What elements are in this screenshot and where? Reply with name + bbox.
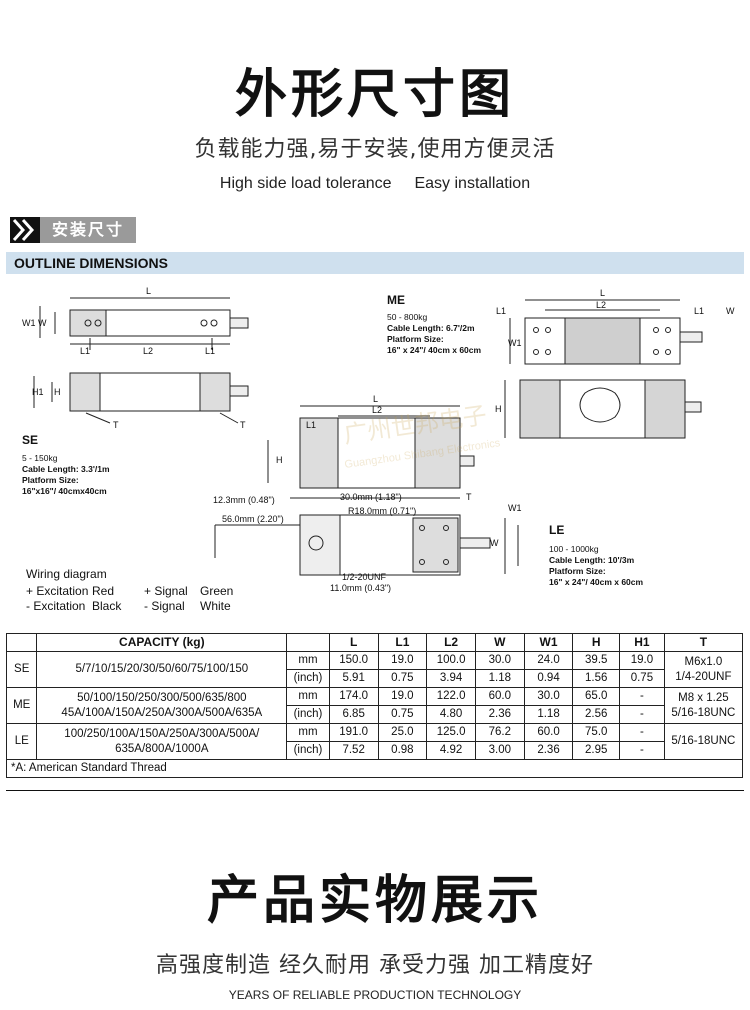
table-footnote-row: *A: American Standard Thread bbox=[6, 759, 743, 778]
spec-table: CAPACITY (kg) L L1 L2 W W1 H H1 T SE 5/7… bbox=[5, 633, 744, 778]
th-L: L bbox=[328, 633, 379, 652]
section2-subtitle-cn: 高强度制造 经久耐用 承受力强 加工精度好 bbox=[156, 953, 594, 978]
outline-drawing: L W1 W L1 L2 L1 H1 H T T L L2 L1 L1 W W1… bbox=[22, 286, 735, 593]
dim-le-L: L bbox=[373, 394, 378, 404]
dim-le-d2: 30.0mm (1.18") bbox=[340, 492, 402, 502]
me-name: ME bbox=[387, 293, 405, 307]
le-name: LE bbox=[549, 523, 564, 537]
wiring-title: Wiring diagram bbox=[26, 567, 107, 581]
wiring-r2c1: - Excitation bbox=[26, 599, 86, 613]
table-footnote: *A: American Standard Thread bbox=[6, 759, 743, 778]
dim-me-L1a: L1 bbox=[496, 306, 506, 316]
table-row: (inch) 6.85 0.75 4.80 2.36 1.18 2.56 - bbox=[7, 705, 743, 724]
divider bbox=[6, 790, 744, 791]
dim-me-W1: W1 bbox=[508, 338, 522, 348]
le-platform: 16" x 24"/ 40cm x 60cm bbox=[549, 577, 644, 587]
row-capacity: 5/7/10/15/20/30/50/60/75/100/150 bbox=[36, 651, 288, 688]
se-name: SE bbox=[22, 433, 38, 447]
me-range: 50 - 800kg bbox=[387, 312, 427, 322]
dim-se-L1a: L1 bbox=[80, 346, 90, 356]
dim-se-W1: W1 bbox=[22, 318, 36, 328]
subtitle-en-1: High side load tolerance bbox=[219, 175, 392, 192]
wiring-r1c2: Red bbox=[92, 584, 115, 598]
section-badge-label: 安装尺寸 bbox=[40, 217, 136, 243]
table-row: LE 100/250/100A/150A/250A/300A/500A/635A… bbox=[5, 723, 744, 760]
dim-se-L: L bbox=[146, 286, 151, 296]
th-capacity: CAPACITY (kg) bbox=[36, 633, 288, 652]
dim-le-L1: L1 bbox=[306, 420, 316, 430]
subtitle-en-2: Easy installation bbox=[414, 175, 531, 192]
dim-se-W: W bbox=[38, 318, 47, 328]
se-range: 5 - 150kg bbox=[22, 453, 58, 463]
table-header-row: CAPACITY (kg) L L1 L2 W W1 H H1 T bbox=[5, 633, 744, 652]
th-W1: W1 bbox=[523, 633, 574, 652]
table-row: (inch) 7.52 0.98 4.92 3.00 2.36 2.95 - bbox=[7, 741, 743, 760]
dim-se-H1: H1 bbox=[32, 387, 44, 397]
page-subtitle-cn: 负载能力强,易于安装,使用方便灵活 bbox=[194, 137, 556, 162]
dim-le-H: H bbox=[276, 455, 283, 465]
le-cable: Cable Length: 10'/3m bbox=[549, 555, 635, 565]
row-capacity: 100/250/100A/150A/250A/300A/500A/635A/80… bbox=[36, 723, 288, 760]
section2-title: 产品实物展示 bbox=[206, 871, 543, 931]
se-platform: 16"x16"/ 40cmx40cm bbox=[22, 486, 107, 496]
wiring-r1c3: + Signal bbox=[144, 584, 188, 598]
dim-se-H: H bbox=[54, 387, 61, 397]
table-row: SE 5/7/10/15/20/30/50/60/75/100/150 mm 1… bbox=[5, 651, 744, 688]
th-L1: L1 bbox=[377, 633, 428, 652]
se-platform-label: Platform Size: bbox=[22, 475, 79, 485]
dim-se-L1b: L1 bbox=[205, 346, 215, 356]
me-platform-label: Platform Size: bbox=[387, 334, 444, 344]
me-cable: Cable Length: 6.7'/2m bbox=[387, 323, 475, 333]
dim-le-T: T bbox=[466, 492, 472, 502]
dim-le-d5: 1/2-20UNF bbox=[342, 572, 387, 582]
th-L2: L2 bbox=[426, 633, 476, 652]
th-H: H bbox=[572, 633, 621, 652]
dim-le-d1: 12.3mm (0.48") bbox=[213, 495, 275, 505]
dim-me-L2: L2 bbox=[596, 300, 606, 310]
le-range: 100 - 1000kg bbox=[549, 544, 599, 554]
double-chevron-icon bbox=[10, 217, 40, 243]
le-platform-label: Platform Size: bbox=[549, 566, 606, 576]
section2-subtitle-en: YEARS OF RELIABLE PRODUCTION TECHNOLOGY bbox=[228, 988, 522, 1002]
th-W: W bbox=[474, 633, 525, 652]
dim-le-d6: 11.0mm (0.43") bbox=[330, 583, 391, 593]
dim-me-H: H bbox=[495, 404, 502, 414]
dim-me-L: L bbox=[600, 288, 605, 298]
dim-le-d3: R18.0mm (0.71") bbox=[348, 506, 416, 516]
wiring-r2c3: - Signal bbox=[144, 599, 185, 613]
se-cable: Cable Length: 3.3'/1m bbox=[22, 464, 110, 474]
row-model: LE bbox=[5, 723, 38, 760]
row-thread: 5/16-18UNC bbox=[663, 723, 744, 760]
page-subtitle-en: High side load tolerance Easy installati… bbox=[0, 175, 750, 193]
th-H1: H1 bbox=[619, 633, 665, 652]
page-title: 外形尺寸图 bbox=[234, 65, 515, 125]
me-platform: 16" x 24"/ 40cm x 60cm bbox=[387, 345, 482, 355]
row-model: ME bbox=[5, 687, 38, 724]
dim-le-L2: L2 bbox=[372, 405, 382, 415]
wiring-r2c4: White bbox=[200, 599, 231, 613]
dim-me-L1b: L1 bbox=[694, 306, 704, 316]
dim-se-L2: L2 bbox=[143, 346, 153, 356]
dim-le-W: W bbox=[490, 538, 499, 548]
dim-le-W1: W1 bbox=[508, 503, 522, 513]
section-badge: 安装尺寸 bbox=[10, 217, 136, 243]
dim-se-Tb: T bbox=[240, 420, 246, 430]
row-model: SE bbox=[5, 651, 38, 688]
outline-dimensions-bar: OUTLINE DIMENSIONS bbox=[6, 252, 744, 274]
dim-le-d4: 56.0mm (2.20") bbox=[222, 514, 284, 524]
dim-se-Ta: T bbox=[113, 420, 119, 430]
wiring-r2c2: Black bbox=[92, 599, 122, 613]
dim-me-W: W bbox=[726, 306, 735, 316]
th-T: T bbox=[663, 633, 744, 652]
wiring-r1c1: + Excitation bbox=[26, 584, 89, 598]
wiring-r1c4: Green bbox=[200, 584, 234, 598]
